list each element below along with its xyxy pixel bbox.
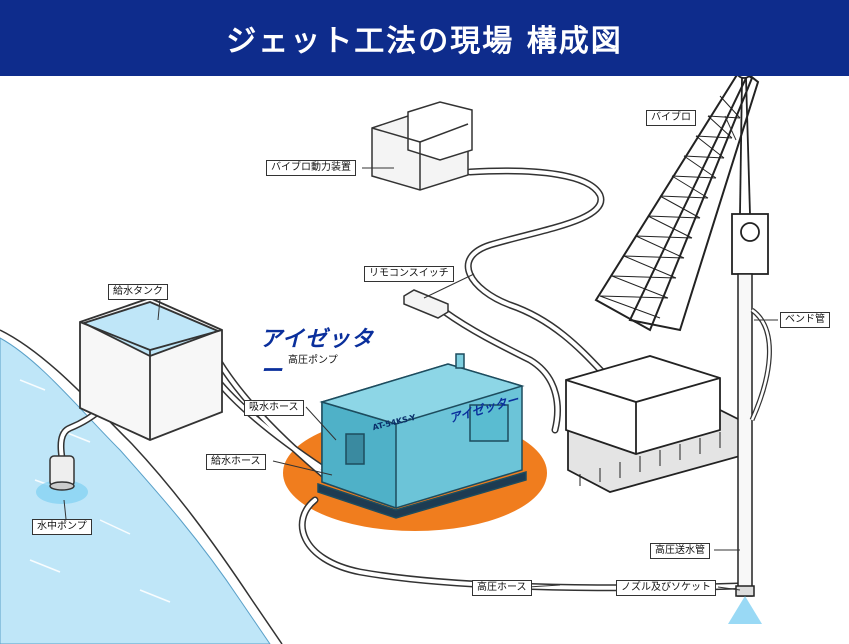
crawler-crane xyxy=(565,76,769,493)
label-nozzle-socket: ノズル及びソケット xyxy=(616,580,716,596)
diagram-title: ジェット工法の現場 構成図 xyxy=(226,24,623,59)
label-vibro: バイブロ xyxy=(646,110,696,126)
water-tank xyxy=(79,297,223,441)
remote-switch-device xyxy=(403,289,449,319)
header-bar: ジェット工法の現場 構成図 xyxy=(0,0,849,76)
label-water-tank: 給水タンク xyxy=(108,284,168,300)
label-submersible-pump: 水中ポンプ xyxy=(32,519,92,535)
site-diagram xyxy=(0,76,778,644)
nozzle-spray xyxy=(728,596,762,624)
high-pressure-pipe xyxy=(735,273,755,597)
river-bank-line xyxy=(0,329,283,644)
brand-logo: アイゼッター xyxy=(260,327,374,384)
label-suction-hose: 吸水ホース xyxy=(244,400,304,416)
high-pressure-pump xyxy=(317,353,527,519)
river-water xyxy=(0,337,271,644)
label-vibro-power: バイブロ動力装置 xyxy=(266,160,356,176)
label-high-pressure-hose: 高圧ホース xyxy=(472,580,532,596)
label-remote-switch: リモコンスイッチ xyxy=(364,266,454,282)
brand-subtitle: 高圧ポンプ xyxy=(288,355,338,366)
label-bend-pipe: ベンド管 xyxy=(780,312,830,328)
vibro-power-unit xyxy=(371,101,473,191)
label-supply-hose: 給水ホース xyxy=(206,454,266,470)
submersible-pump xyxy=(36,455,88,504)
brand-box: アイゼッター 高圧ポンプ xyxy=(254,321,388,384)
label-high-pressure-pipe: 高圧送水管 xyxy=(650,543,710,559)
